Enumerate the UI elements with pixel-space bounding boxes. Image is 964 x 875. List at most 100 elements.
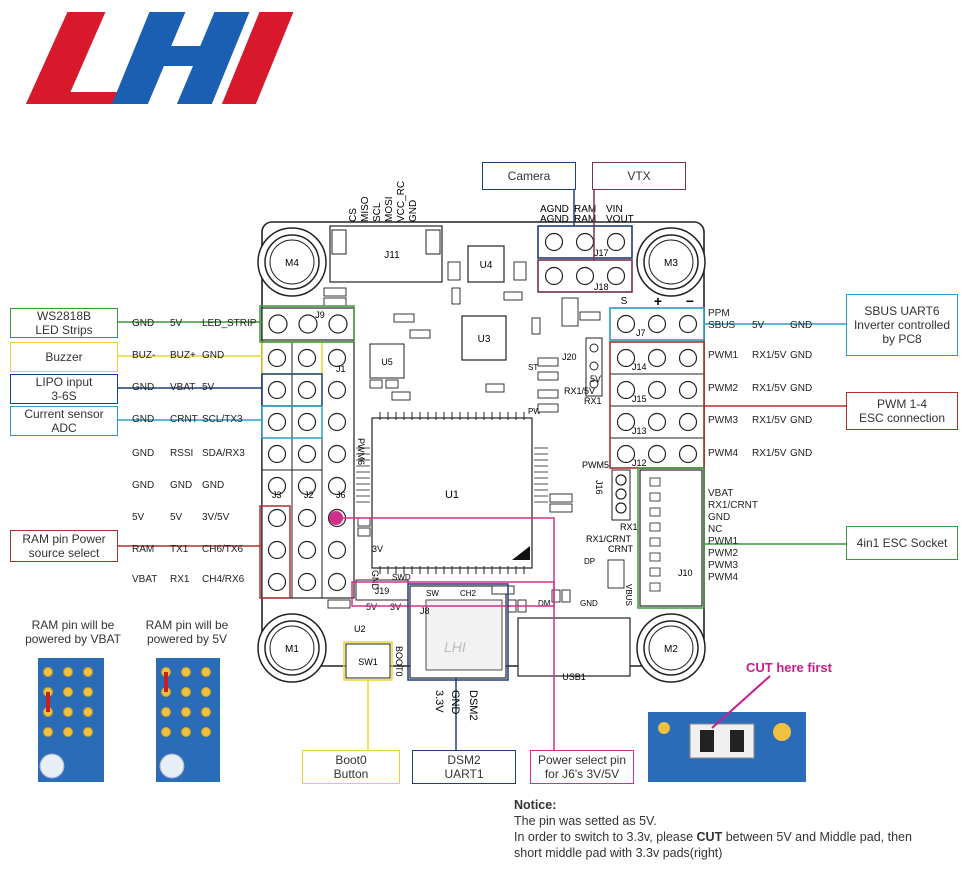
bottom-pin-label: DSM2 [467,690,479,721]
pin-label: 5V [202,382,215,393]
label-j11: J11 [384,250,400,261]
top-pin-label: AGND [540,204,569,215]
boot0-label-box: Boot0 Button [302,750,400,784]
pin-label: SDA/RX3 [202,448,245,459]
pin-label: PWM4 [708,448,738,459]
svg-text:+: + [654,293,662,309]
pin-pad [327,476,347,496]
pin-label: 5V [132,512,145,523]
j10-contact [649,537,661,547]
mount-hole-m1 [257,613,327,683]
pin-pad [678,314,698,334]
pin-label: RX1 [170,574,190,585]
svg-text:SWD: SWD [392,573,411,582]
svg-text:J3: J3 [272,490,282,500]
pin-label: PWM3 [708,415,738,426]
svg-text:S: S [621,296,628,307]
svg-text:USB1: USB1 [562,672,586,682]
right-pin-circles [616,314,698,464]
svg-text:J20: J20 [562,352,577,362]
pin-pad [615,488,627,500]
pin-pad [606,232,626,252]
svg-text:LHI: LHI [444,639,466,655]
pin-pad [615,502,627,514]
svg-text:5V: 5V [366,602,377,612]
connector-j16 [611,469,631,521]
label-m1: M1 [285,644,299,655]
j10-contact [649,522,661,532]
chip-u5 [369,343,405,379]
pin-label: BUZ+ [170,350,196,361]
pin-pad [327,572,347,592]
label-u1: U1 [445,489,459,501]
j11-pin-label: MISO [360,196,371,222]
chip-u4 [467,245,505,283]
j10-pin-label: RX1/CRNT [708,500,759,511]
pwm14-label-box: PWM 1-4 ESC connection [846,392,958,430]
svg-text:RX1: RX1 [620,522,638,532]
pin-label: GND [790,415,813,426]
top-pin-label: AGND [540,214,569,225]
pin-label: GND [132,480,155,491]
pin-pad [267,444,287,464]
pin-pad [647,412,667,432]
pin-label: RAM [132,544,155,555]
label-m4: M4 [285,258,299,269]
button-sw1 [345,643,391,679]
power-select-label-box: Power select pin for J6's 3V/5V [530,750,634,784]
pin-pad [297,476,317,496]
pin-label: TX1 [170,544,189,555]
svg-text:3V: 3V [390,602,401,612]
svg-text:U2: U2 [354,624,366,634]
j11-pin-label: MOSI [384,196,395,222]
svg-text:J18: J18 [594,282,609,292]
pin-label: RSSI [170,448,194,459]
pin-pad [297,380,317,400]
svg-text:PW: PW [528,407,541,416]
pin-label: 5V [170,318,183,329]
pin-pad [678,380,698,400]
svg-text:ST: ST [528,363,538,372]
pin-label: GND [132,448,155,459]
left-header-grid [261,341,355,599]
pin-label: BUZ- [132,350,156,361]
mount-hole-m4 [257,227,327,297]
pin-label: GND [790,448,813,459]
svg-text:RX1/5V: RX1/5V [564,386,595,396]
top-pin-labels: AGND AGND RAM RAM VIN VOUT [540,204,634,225]
svg-text:RX1: RX1 [584,396,602,406]
svg-text:VBUS: VBUS [624,584,633,606]
j10-contact [649,567,661,577]
j11-pin-label: GND [408,200,419,222]
notice-line1: The pin was setted as 5V. [514,814,657,828]
left-pin-circles [267,348,347,592]
top-pin-label: VIN [606,204,623,215]
svg-text:−: − [686,293,694,309]
j10-pin-label: PWM3 [708,560,738,571]
vtx-label-box: VTX [592,162,686,190]
j10-contact [649,507,661,517]
cut-here-label: CUT here first [746,660,832,675]
buzzer-label-box: Buzzer [10,342,118,372]
pin-pad [267,540,287,560]
pin-pad [544,266,564,286]
svg-text:5V: 5V [590,374,601,384]
svg-text:GND: GND [580,599,598,608]
svg-text:J16: J16 [594,480,604,495]
notice-heading: Notice: [514,798,557,812]
j10-pin-label: PWM1 [708,536,738,547]
pin-label: CH4/RX6 [202,574,245,585]
pin-pad [297,572,317,592]
pin-pad [297,444,317,464]
ram-power-label-box: RAM pin Power source select [10,530,118,562]
pin-pad [297,348,317,368]
j10-pin-label: PWM4 [708,572,738,583]
j11-pin-label: CS [348,208,359,222]
mount-hole-m2 [636,613,706,683]
svg-text:J10: J10 [678,568,693,578]
j10-pin-label: PWM2 [708,548,738,559]
pin-pad [575,232,595,252]
pin-label: 5V [752,320,765,331]
